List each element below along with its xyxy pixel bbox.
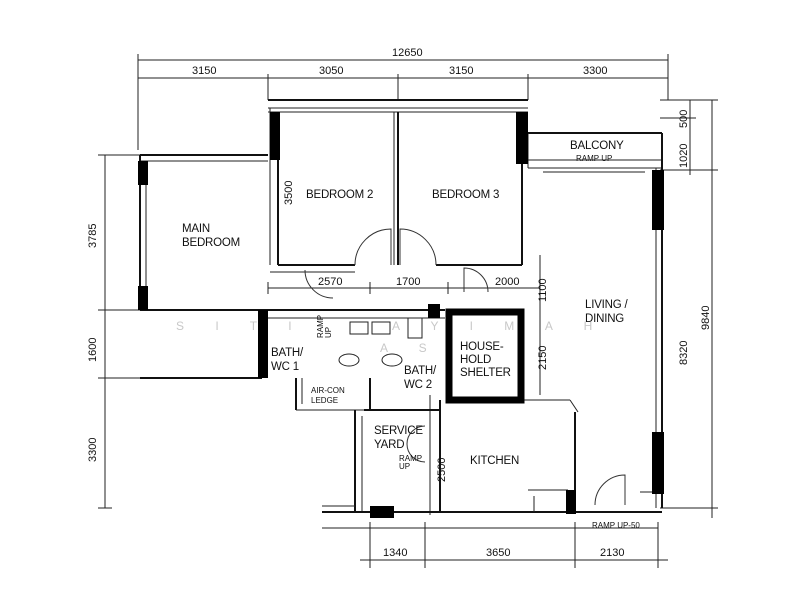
room-bedroom-2: BEDROOM 2	[306, 189, 373, 201]
dim-right-2: 1020	[678, 144, 690, 168]
dim-left-1: 3785	[87, 224, 99, 248]
walls	[139, 99, 663, 513]
balcony-ramp-up: RAMP UP	[576, 154, 612, 163]
household-shelter-walls	[445, 308, 525, 404]
dim-right-total: 9840	[700, 306, 712, 330]
room-aircon-line2: LEDGE	[311, 396, 338, 405]
dim-living-height: 8320	[678, 341, 690, 365]
dim-bottom-1: 1340	[383, 547, 407, 559]
dim-bedroom-height: 3500	[283, 181, 295, 205]
room-bedroom-3: BEDROOM 3	[432, 189, 499, 201]
room-service-line2: YARD	[374, 439, 404, 451]
dim-top-total: 12650	[392, 47, 423, 59]
dim-mid-2: 1700	[396, 276, 420, 288]
room-aircon-line1: AIR-CON	[311, 386, 345, 395]
doors	[304, 171, 645, 506]
dim-left-3: 3300	[87, 438, 99, 462]
dim-bottom-2: 3650	[486, 547, 510, 559]
room-bath1-line1: BATH/	[271, 347, 304, 359]
bath-ramp-up-line2: UP	[324, 327, 333, 338]
dim-top-3: 3150	[449, 65, 473, 77]
dim-top-2: 3050	[319, 65, 343, 77]
room-shelter-line1: HOUSE-	[460, 341, 504, 353]
dim-top-1: 3150	[192, 65, 216, 77]
entry-ramp-up: RAMP UP-50	[592, 521, 640, 530]
left-dimension-lines	[98, 154, 150, 509]
right-dimension-lines	[429, 99, 718, 518]
dim-right-1: 500	[678, 110, 690, 128]
top-dimension-lines	[137, 54, 669, 150]
dim-bottom-3: 2130	[600, 547, 624, 559]
room-bath2-line2: WC 2	[404, 379, 432, 391]
room-main-bedroom-line2: BEDROOM	[182, 237, 240, 249]
dim-left-2: 1600	[87, 338, 99, 362]
room-bath2-line1: BATH/	[404, 365, 437, 377]
mid-dimension-lines	[267, 282, 540, 294]
watermark-text-3: A S	[380, 341, 441, 355]
bath-fixtures	[338, 317, 423, 367]
dim-right-5: 2500	[436, 458, 448, 482]
dim-top-4: 3300	[583, 65, 607, 77]
room-living-line1: LIVING /	[585, 299, 629, 311]
room-living-line2: DINING	[585, 313, 624, 325]
room-main-bedroom-line1: MAIN	[182, 223, 210, 235]
columns	[138, 112, 664, 518]
dim-right-3: 1100	[537, 278, 549, 302]
watermark-text-1: S I T I	[176, 319, 306, 333]
watermark-text-2: A Y I M A H	[392, 319, 606, 333]
room-balcony: BALCONY	[570, 140, 624, 152]
service-ramp-up-line1: RAMP	[399, 454, 422, 463]
room-service-line1: SERVICE	[374, 425, 423, 437]
dim-mid-3: 2000	[495, 276, 519, 288]
room-bath1-line2: WC 1	[271, 361, 299, 373]
room-shelter-line2: HOLD	[460, 354, 491, 366]
room-kitchen: KITCHEN	[470, 455, 519, 467]
room-shelter-line3: SHELTER	[460, 367, 511, 379]
bath-ramp-up-line1: RAMP	[316, 315, 325, 338]
bottom-dimension-lines	[322, 522, 668, 568]
dim-right-4: 2150	[537, 346, 549, 370]
dim-mid-1: 2570	[318, 276, 342, 288]
service-ramp-up-line2: UP	[399, 462, 410, 471]
